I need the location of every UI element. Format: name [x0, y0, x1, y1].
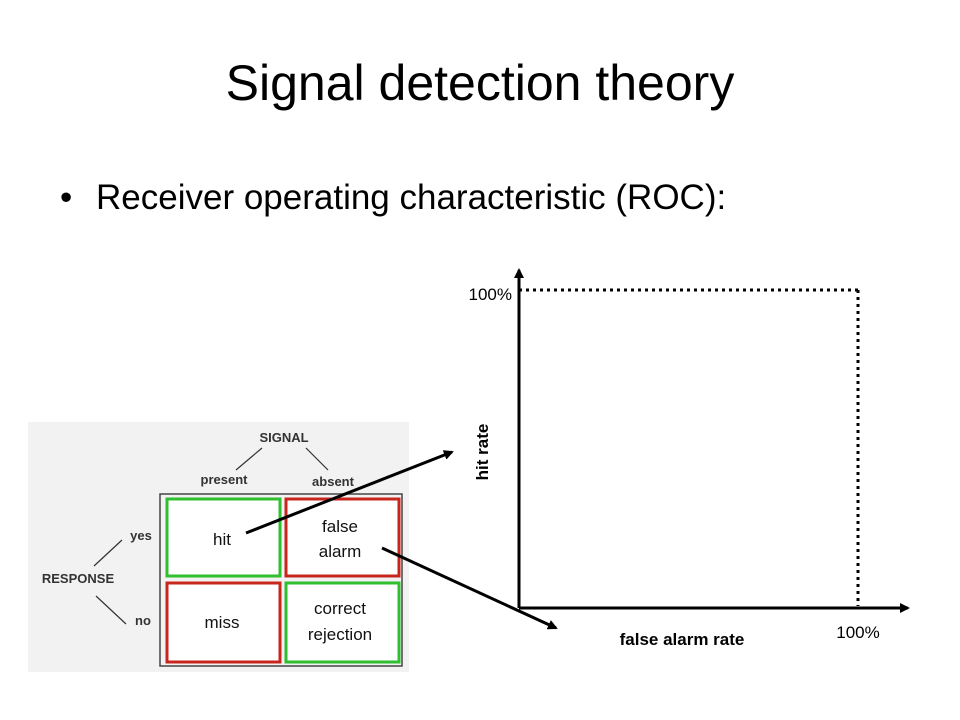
cell-correct-rejection — [284, 581, 401, 664]
cell-correct-rejection-label-1: correct — [314, 599, 366, 618]
cell-miss-label: miss — [205, 613, 240, 632]
false-alarm-to-rate-arrow — [381, 546, 558, 630]
bullet-item: • Receiver operating characteristic (ROC)… — [60, 180, 726, 215]
bullet-text: Receiver operating characteristic (ROC): — [96, 178, 727, 217]
x-max-label: 100% — [836, 623, 879, 642]
cell-false-alarm-label-2: alarm — [319, 542, 362, 561]
cell-false-alarm — [284, 497, 401, 578]
row-no-label: no — [135, 613, 151, 628]
roc-plot: 100% 100% hit rate false alarm rate — [469, 268, 910, 649]
y-axis-label: hit rate — [473, 424, 492, 481]
x-axis-label: false alarm rate — [620, 630, 745, 649]
cell-correct-rejection-label-2: rejection — [308, 625, 372, 644]
bullet-dot-icon: • — [60, 178, 73, 217]
row-yes-label: yes — [130, 528, 152, 543]
response-branch-up — [93, 539, 123, 567]
cell-hit — [165, 497, 282, 578]
slide-title: Signal detection theory — [225, 55, 735, 111]
col-absent-label: absent — [312, 474, 355, 489]
signal-branch-left — [235, 447, 263, 471]
y-max-label: 100% — [469, 285, 512, 304]
signal-label: SIGNAL — [259, 430, 308, 445]
response-label: RESPONSE — [42, 571, 115, 586]
col-present-label: present — [201, 472, 249, 487]
response-branch-down — [95, 595, 127, 625]
hit-to-hit-rate-arrow — [245, 450, 454, 535]
cell-false-alarm-label-1: false — [322, 517, 358, 536]
response-matrix: SIGNAL present absent RESPONSE yes no hi… — [28, 422, 409, 672]
matrix-grid — [159, 493, 403, 667]
cell-miss — [165, 581, 282, 664]
signal-branch-right — [305, 447, 329, 471]
cell-hit-label: hit — [213, 530, 231, 549]
